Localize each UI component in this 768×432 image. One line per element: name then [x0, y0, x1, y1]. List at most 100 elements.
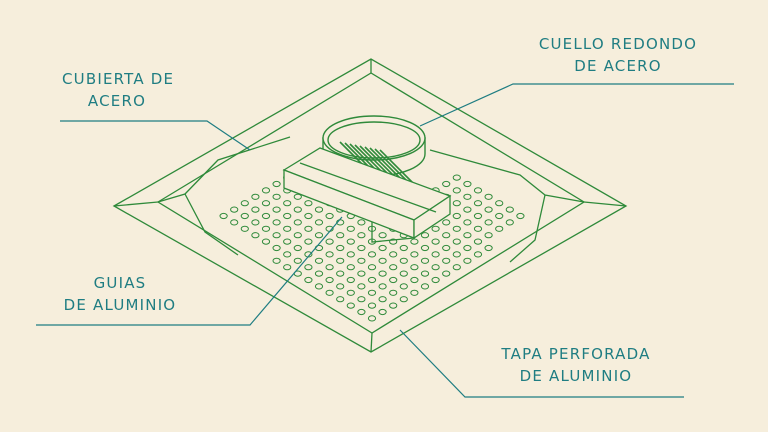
guide-slot-bar — [374, 148, 410, 184]
perforation-hole — [431, 264, 440, 271]
label-aluminum-guides-line1: GUIAS — [93, 274, 147, 292]
perforation-hole — [336, 244, 345, 252]
perforation-hole — [314, 206, 324, 213]
perforation-hole — [240, 212, 249, 220]
perforation-hole — [452, 187, 461, 194]
perforation-hole — [420, 270, 430, 277]
perforation-hole — [346, 302, 355, 309]
leader-cuello — [419, 83, 734, 127]
perforation-hole — [272, 219, 281, 226]
perforation-hole — [283, 264, 292, 271]
perforation-hole — [389, 276, 398, 284]
perforation-hole — [272, 257, 281, 264]
perforation-hole — [283, 238, 292, 245]
perforation-hole — [420, 232, 430, 239]
perforation-hole — [367, 302, 377, 309]
label-steel-cover: CUBIERTA DE ACERO — [62, 68, 175, 112]
perforation-hole — [378, 283, 387, 290]
perforation-hole — [495, 225, 504, 232]
leader-lines — [36, 83, 734, 398]
hood-lower-left — [184, 193, 239, 256]
perforation-hole — [452, 174, 461, 181]
perforation-hole — [325, 251, 334, 258]
perforation-hole — [484, 193, 493, 200]
leader-tapa — [399, 329, 684, 398]
label-steel-cover-line1: CUBIERTA DE — [62, 70, 175, 88]
perforation-hole — [336, 296, 345, 303]
perforation-hole — [272, 180, 281, 188]
perforation-hole — [431, 225, 440, 232]
perforation-hole — [452, 225, 461, 232]
perforation-hole — [410, 251, 419, 258]
perforation-hole — [261, 225, 271, 232]
perforation-hole — [399, 270, 408, 277]
perforation-hole — [463, 257, 472, 264]
perforation-hole — [452, 212, 461, 220]
perforation-hole — [314, 232, 324, 239]
perforation-hole — [463, 244, 472, 252]
perforation-hole — [325, 276, 334, 284]
perforation-hole — [304, 276, 313, 284]
perforation-hole — [473, 238, 483, 245]
perforation-hole — [431, 251, 440, 258]
perforation-hole — [495, 200, 504, 207]
perforation-hole — [452, 264, 461, 271]
perforation-hole — [484, 232, 493, 239]
perforation-hole — [325, 238, 334, 245]
perforation-hole — [261, 200, 271, 207]
perforation-hole — [442, 219, 451, 226]
perforation-hole — [442, 180, 451, 188]
perforation-hole — [452, 238, 461, 245]
perforation-hole — [314, 283, 324, 290]
perforation-hole — [367, 251, 377, 258]
perforation-hole — [473, 200, 483, 207]
perforation-hole — [420, 257, 430, 264]
perforation-hole — [431, 276, 440, 284]
perforation-hole — [240, 225, 249, 232]
guide-lip — [371, 222, 415, 243]
label-round-collar-line1: CUELLO REDONDO — [538, 35, 698, 53]
perforation-hole — [399, 244, 408, 252]
perforation-hole — [336, 257, 345, 264]
perforation-hole — [293, 244, 302, 252]
perforation-hole — [410, 264, 419, 271]
perforation-hole — [304, 264, 313, 271]
perforation-hole — [230, 219, 239, 226]
perforation-hole — [325, 212, 334, 220]
perforation-hole — [442, 232, 451, 239]
guide-rail — [299, 162, 437, 213]
perforation-hole — [346, 264, 355, 271]
perforation-hole — [314, 270, 324, 277]
perforation-hole — [304, 212, 313, 220]
perforation-hole — [452, 251, 461, 258]
perforation-hole — [283, 225, 292, 232]
perforation-hole — [293, 193, 302, 200]
perforation-hole — [336, 283, 345, 290]
label-aluminum-guides: GUIAS DE ALUMINIO — [60, 272, 180, 316]
perforation-hole — [357, 308, 366, 316]
label-perforated-plate: TAPA PERFORADA DE ALUMINIO — [488, 343, 664, 387]
perforation-hole — [251, 232, 260, 239]
label-perforated-plate-line1: TAPA PERFORADA — [501, 345, 651, 363]
perforation-hole — [378, 308, 387, 316]
hood-lower-right — [509, 194, 546, 263]
perforation-hole — [473, 225, 483, 232]
perforation-hole — [293, 232, 302, 239]
perforation-hole — [389, 289, 398, 296]
perforation-hole — [463, 206, 472, 213]
perforation-hole — [463, 180, 472, 188]
leader-guias — [36, 216, 343, 326]
perforation-hole — [283, 251, 292, 258]
perforation-hole — [463, 232, 472, 239]
corner-bevel-right — [583, 201, 627, 207]
perforation-hole — [410, 276, 419, 284]
perforation-hole — [452, 200, 461, 207]
perforation-hole — [293, 219, 302, 226]
label-round-collar: CUELLO REDONDO DE ACERO — [528, 33, 708, 77]
perforation-hole — [410, 289, 419, 296]
perforation-hole — [505, 206, 514, 213]
perforation-hole — [325, 264, 334, 271]
perforation-hole — [357, 219, 366, 226]
perforation-hole — [484, 219, 493, 226]
perforation-hole — [272, 232, 281, 239]
